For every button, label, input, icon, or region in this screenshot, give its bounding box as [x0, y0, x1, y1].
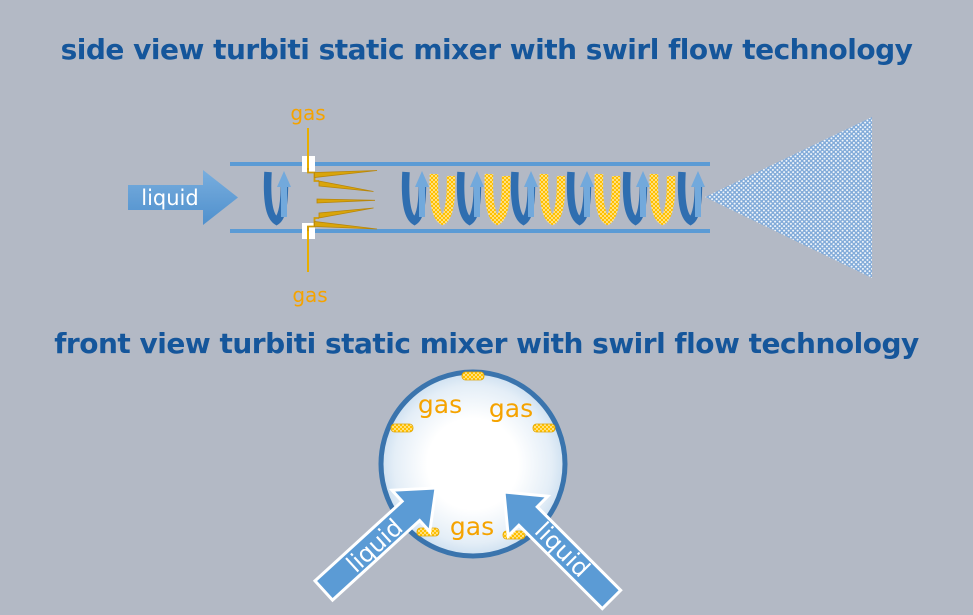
gas-label-top: gas	[290, 101, 325, 125]
mixer-element-gas	[434, 174, 451, 221]
gas-label-top-left: gas	[418, 390, 462, 419]
liquid-label-left: liquid	[341, 513, 408, 578]
mixer-element-blue	[406, 171, 429, 221]
mixer-element-blue	[571, 171, 594, 221]
injector-lance	[318, 207, 374, 219]
injector-lance	[314, 221, 378, 230]
gas-injection-point	[390, 423, 414, 433]
mixer-element-gas	[489, 174, 506, 221]
injector-lance	[314, 170, 378, 178]
mixer-element-blue	[268, 171, 291, 221]
mixer-element-gas	[599, 174, 616, 221]
mixer-element-blue	[461, 171, 484, 221]
front-view-title: front view turbiti static mixer with swi…	[54, 327, 919, 360]
injector-lance	[318, 180, 374, 192]
liquid-label-right: liquid	[529, 517, 595, 583]
injector-lance	[316, 198, 376, 204]
gas-injection-point	[532, 423, 556, 433]
gas-label-top-right: gas	[489, 394, 533, 423]
liquid-label: liquid	[141, 186, 198, 210]
liquid-flow-arrow	[128, 170, 238, 225]
side-view-diagram: gas gas liquid	[128, 101, 872, 307]
mixer-element-blue	[682, 171, 705, 221]
gas-injector-assembly	[307, 168, 378, 231]
gas-injection-point	[461, 371, 485, 381]
front-view-diagram: gas gas gas liquid liquid	[312, 369, 623, 611]
mixer-element-gas	[654, 174, 671, 221]
gas-label-bottom: gas	[450, 512, 494, 541]
spray-cone	[705, 117, 872, 278]
mixer-element-gas	[544, 174, 561, 221]
liquid-inlet-arrow-left	[312, 486, 438, 603]
mixer-element-blue	[627, 171, 650, 221]
gas-label-bottom: gas	[292, 283, 327, 307]
side-view-title: side view turbiti static mixer with swir…	[60, 33, 913, 66]
mixer-element-blue	[515, 171, 538, 221]
liquid-inlet-arrow-right	[502, 490, 623, 611]
